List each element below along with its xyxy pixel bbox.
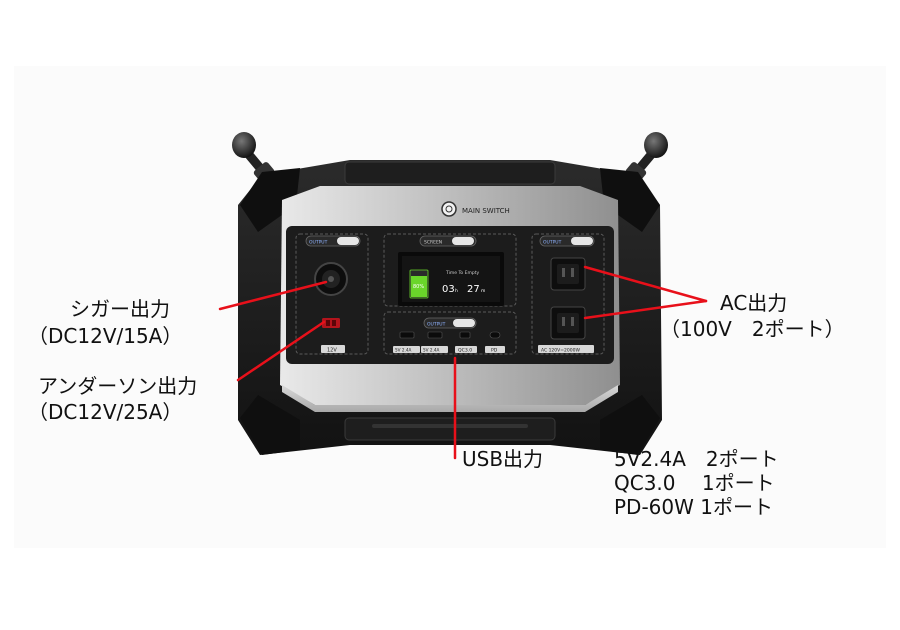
usb-spec-line-1: 5V2.4A 2ポート (614, 447, 779, 471)
usb-callout-title: USB出力 (462, 447, 544, 471)
ac-outlet-top (550, 257, 586, 291)
usb-spec-line-3: PD-60W 1ポート (614, 495, 773, 519)
minutes-value: 27 (467, 284, 480, 295)
output-right-button[interactable] (539, 235, 595, 247)
cigar-callout-spec: （DC12V/15A） (28, 324, 183, 348)
screen-button-label: SCREEN (424, 240, 442, 246)
anderson-callout-spec: （DC12V/25A） (28, 400, 183, 424)
output-left-label: OUTPUT (309, 240, 328, 246)
usb-a1-tag: 5V 2.4A (395, 348, 412, 353)
ac-callout-title: AC出力 (720, 291, 788, 315)
output-usb-label: OUTPUT (427, 322, 446, 328)
ac-outlet-bottom (550, 306, 586, 340)
cigar-callout-title: シガー出力 (70, 297, 170, 321)
dc-port-tag (321, 345, 345, 353)
anderson-socket (322, 318, 340, 328)
ac-port-tag (538, 345, 594, 353)
dc-port-tag-label: 12V (327, 348, 337, 354)
output-right-label: OUTPUT (543, 240, 562, 246)
hours-value: 03 (442, 284, 455, 295)
hours-unit: h (455, 288, 458, 294)
cigar-socket (314, 262, 348, 296)
pd-tag: PD (491, 348, 498, 354)
anderson-callout-title: アンダーソン出力 (38, 374, 198, 398)
qc-tag: QC3.0 (458, 348, 472, 354)
usb-port-tags (393, 346, 505, 353)
usb-spec-line-2: QC3.0 1ポート (614, 471, 775, 495)
usb-ports (399, 331, 501, 339)
ac-port-tag-label: AC 120V=2000W (541, 348, 580, 354)
lcd-screen (398, 252, 504, 306)
time-to-empty-label: Time To Empty (445, 270, 479, 276)
ac-callout-spec: （100V 2ポート） (660, 317, 845, 341)
main-switch-label: MAIN SWITCH (462, 207, 510, 215)
minutes-unit: m (481, 289, 485, 294)
battery-percent: 80% (413, 284, 424, 290)
usb-a2-tag: 5V 2.4A (423, 348, 440, 353)
output-usb-button[interactable] (423, 317, 477, 329)
callout-lines (218, 265, 708, 460)
output-left-button[interactable] (305, 235, 361, 247)
panel-outlines (295, 233, 605, 355)
main-switch[interactable] (441, 201, 457, 217)
screen-button[interactable] (419, 235, 477, 247)
